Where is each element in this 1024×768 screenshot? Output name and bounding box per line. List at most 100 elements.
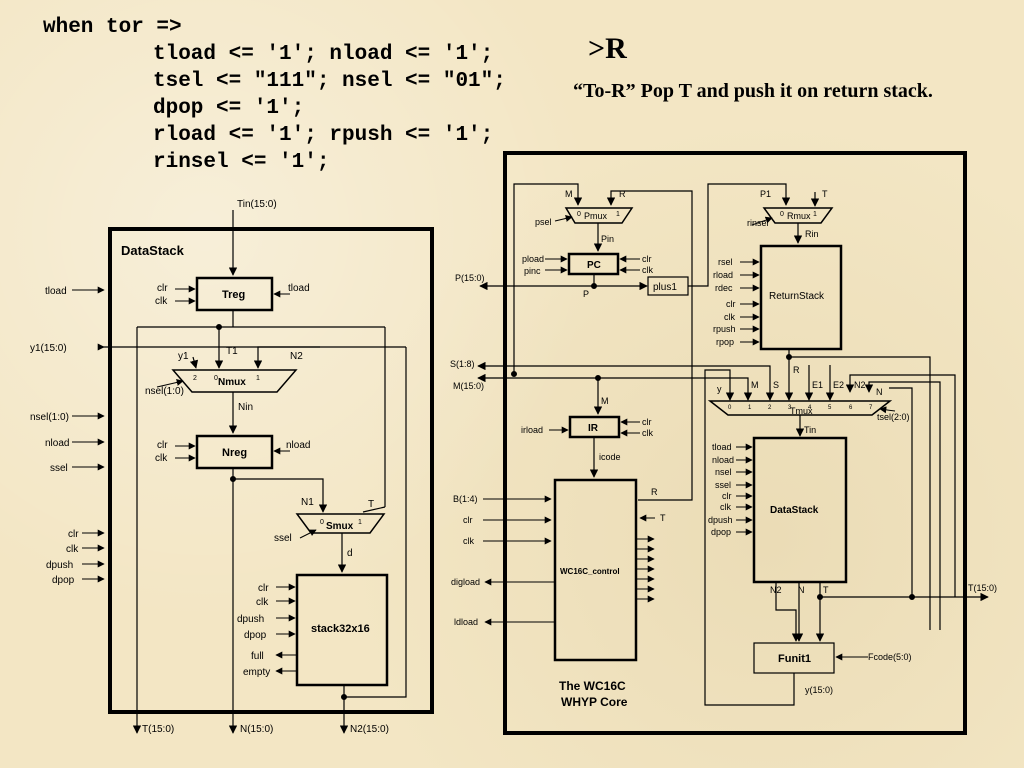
nmux-2: 2 (193, 375, 197, 382)
tmux-6: 6 (849, 405, 853, 411)
right-core-diagram (477, 151, 989, 735)
ssel-input: ssel (50, 463, 68, 474)
rs-clk: clk (724, 312, 735, 322)
tmux-y: y (717, 384, 722, 394)
digload-label: digload (451, 577, 480, 587)
tmux-e2: E2 (833, 380, 844, 390)
ctrl-clr: clr (463, 515, 473, 525)
rmux-p1: P1 (760, 189, 771, 199)
tmux-n2: N2 (854, 380, 866, 390)
ds-n2: N2 (770, 585, 782, 595)
datastack-frame (108, 227, 434, 714)
tmux-4: 4 (808, 405, 812, 411)
y1-input: y1(15:0) (30, 343, 67, 354)
ctrl-t-label: T (660, 513, 666, 523)
stack-clk: clk (256, 597, 269, 608)
rsel-label: rsel (718, 257, 733, 267)
tmux-label: Tmux (790, 406, 813, 416)
pin-label: Pin (601, 234, 614, 244)
pc-clk: clk (642, 265, 653, 275)
rinsel-label: rinsel (747, 218, 769, 228)
nmux-1: 1 (256, 375, 260, 382)
m150-label: M(15:0) (453, 381, 484, 391)
nreg-nload: nload (286, 440, 310, 451)
code-line-3: tsel <= "111"; nsel <= "01"; (153, 70, 506, 93)
treg-tload: tload (288, 283, 310, 294)
rmux-t: T (822, 189, 828, 199)
stack-dpop: dpop (244, 630, 267, 641)
stack-clr: clr (258, 583, 269, 594)
ctrl-clk: clk (463, 536, 474, 546)
tin-label: Tin(15:0) (237, 199, 277, 210)
treg-clk: clk (155, 296, 168, 307)
ds-tload: tload (712, 442, 732, 452)
smux-0: 0 (320, 519, 324, 526)
n1-label: N1 (301, 497, 314, 508)
tload-input: tload (45, 286, 67, 297)
wc16c-control-box (553, 478, 638, 662)
tmux-5: 5 (828, 405, 832, 411)
ds-ssel: ssel (715, 480, 731, 490)
code-line-4: dpop <= '1'; (153, 97, 305, 120)
rdec-label: rdec (715, 283, 733, 293)
pload-label: pload (522, 254, 544, 264)
n2-label: N2 (290, 351, 303, 362)
ir-label: IR (588, 423, 599, 434)
nmux-label: Nmux (218, 377, 246, 388)
stack-empty: empty (243, 667, 270, 678)
smux-shape (295, 513, 386, 534)
ds-clk: clk (720, 502, 731, 512)
irload-label: irload (521, 425, 543, 435)
rmux-label: Rmux (787, 211, 811, 221)
tmux-e1: E1 (812, 380, 823, 390)
ctrl-r-label: R (651, 487, 658, 497)
nin-label: Nin (238, 402, 253, 413)
stack-dpush: dpush (237, 614, 264, 625)
nmux-shape (171, 369, 298, 393)
p-label: P (583, 289, 589, 299)
ds-t: T (823, 585, 829, 595)
ds-nload: nload (712, 455, 734, 465)
icode-label: icode (599, 452, 621, 462)
returnstack-label: ReturnStack (769, 291, 825, 302)
n2-output: N2(15:0) (350, 724, 389, 735)
ldload-label: ldload (454, 617, 478, 627)
y150-label: y(15:0) (805, 685, 833, 695)
pc-label: PC (587, 260, 601, 271)
tmux-m: M (751, 380, 759, 390)
ir-clk: clk (642, 428, 653, 438)
rs-clr: clr (726, 299, 736, 309)
code-line-5: rload <= '1'; rpush <= '1'; (153, 124, 494, 147)
nreg-label: Nreg (222, 447, 247, 459)
rs-r-label: R (793, 365, 800, 375)
ir-m-label: M (601, 396, 609, 406)
core-title-2: WHYP Core (561, 695, 628, 709)
left-title: DataStack (121, 243, 185, 258)
nmux-nsel: nsel(1:0) (145, 386, 184, 397)
psel-label: psel (535, 217, 552, 227)
ds-dpush: dpush (708, 515, 733, 525)
tmux-n: N (876, 387, 883, 397)
tmux-2: 2 (768, 405, 772, 411)
dpop-input: dpop (52, 575, 75, 586)
nreg-clr: clr (157, 440, 168, 451)
plus1-label: plus1 (653, 282, 677, 293)
right-labels: M R 0 1 Pmux psel Pin pload pinc PC clr … (450, 189, 997, 709)
rmux-0: 0 (780, 211, 784, 218)
p150-label: P(15:0) (455, 273, 485, 283)
pc-clr: clr (642, 254, 652, 264)
ir-clr: clr (642, 417, 652, 427)
rmux-1: 1 (813, 211, 817, 218)
clk-input: clk (66, 544, 79, 555)
tmux-shape (707, 400, 893, 416)
returnstack-box (759, 244, 843, 351)
rin-label: Rin (805, 229, 819, 239)
tsel-label: tsel(2:0) (877, 412, 910, 422)
tin-label-right: Tin (804, 425, 816, 435)
rpop-label: rpop (716, 337, 734, 347)
tmux-0: 0 (728, 405, 732, 411)
t-label: T (368, 499, 374, 510)
left-datastack-diagram (72, 210, 434, 734)
